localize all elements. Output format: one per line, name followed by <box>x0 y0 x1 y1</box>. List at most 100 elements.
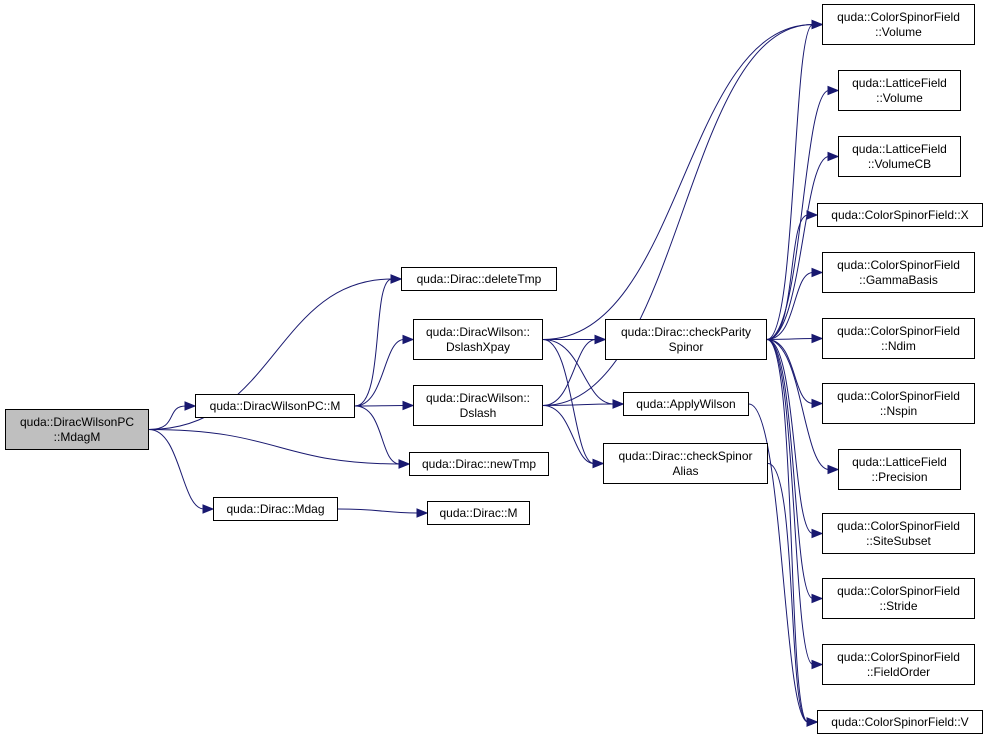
edge-check_parity_spinor-to-csf_ndim <box>766 338 814 340</box>
edge-check_parity_spinor-to-lf_volume <box>766 90 830 340</box>
edge-check_parity_spinor-to-lf_volumecb <box>766 156 830 340</box>
arrowhead-lf_precision <box>827 464 840 475</box>
edge-wilsonpc_m-to-dslash_xpay <box>354 339 405 407</box>
edge-mdagm-to-dirac_mdag <box>148 429 205 510</box>
node-label: quda::Dirac::deleteTmp <box>416 271 542 286</box>
edge-check_parity_spinor-to-csf_volume <box>766 24 814 340</box>
edge-mdagm-to-delete_tmp <box>148 278 393 430</box>
node-latticefield-precision[interactable]: quda::LatticeField ::Precision <box>838 449 961 490</box>
node-colorspinorfield-fieldorder[interactable]: quda::ColorSpinorField ::FieldOrder <box>822 644 975 685</box>
arrowhead-dslash_xpay <box>402 334 415 345</box>
arrowhead-csf_nspin <box>811 398 824 409</box>
node-label-line1: quda::ColorSpinorField <box>837 323 960 338</box>
node-label-line1: quda::ColorSpinorField <box>837 649 960 664</box>
node-label-line1: quda::LatticeField <box>852 454 947 469</box>
node-colorspinorfield-volume[interactable]: quda::ColorSpinorField ::Volume <box>822 4 975 45</box>
node-latticefield-volume[interactable]: quda::LatticeField ::Volume <box>838 70 961 111</box>
node-label-line2: Dslash <box>459 405 497 420</box>
node-label: quda::ColorSpinorField::X <box>831 207 969 222</box>
node-label: quda::ApplyWilson <box>636 396 736 411</box>
node-label: quda::ColorSpinorField::V <box>831 714 969 729</box>
node-label-line2: ::Volume <box>875 24 922 39</box>
node-label: quda::Dirac::Mdag <box>226 501 325 516</box>
node-label-line2: ::VolumeCB <box>867 156 932 171</box>
node-latticefield-volumecb[interactable]: quda::LatticeField ::VolumeCB <box>838 136 961 177</box>
node-dirac-m[interactable]: quda::Dirac::M <box>427 501 530 525</box>
arrowhead-csf_ndim <box>811 333 824 344</box>
node-label: quda::DiracWilsonPC::M <box>209 398 341 413</box>
edge-mdagm-to-wilsonpc_m <box>148 405 187 430</box>
node-applywilson[interactable]: quda::ApplyWilson <box>623 392 749 416</box>
node-label-line2: ::Nspin <box>879 403 918 418</box>
node-label-line1: quda::ColorSpinorField <box>837 257 960 272</box>
arrowhead-csf_sitesubset <box>811 528 824 539</box>
edge-wilsonpc_m-to-new_tmp <box>354 405 401 465</box>
edge-check_parity_spinor-to-csf_nspin <box>766 339 814 404</box>
node-label-line2: ::Volume <box>876 90 923 105</box>
node-label-line2: ::FieldOrder <box>866 664 931 679</box>
node-label-line2: ::Precision <box>871 469 928 484</box>
edge-dslash-to-apply_wilson <box>542 403 615 406</box>
arrowhead-lf_volumecb <box>827 151 840 162</box>
arrowhead-wilsonpc_m <box>184 401 197 411</box>
arrowhead-new_tmp <box>398 459 411 469</box>
edge-apply_wilson-to-csf_v <box>748 403 809 723</box>
arrowhead-delete_tmp <box>390 274 403 284</box>
node-label-line2: ::MdagM <box>53 429 101 444</box>
node-label: quda::Dirac::newTmp <box>421 456 537 471</box>
edge-check_parity_spinor-to-csf_gammabasis <box>766 272 814 340</box>
node-label-line1: quda::DiracWilson:: <box>425 324 531 339</box>
edge-dirac_mdag-to-dirac_m <box>337 508 419 514</box>
edge-check_parity_spinor-to-csf_x <box>766 214 809 340</box>
node-label: quda::Dirac::M <box>439 505 518 520</box>
edge-dslash-to-check_spinor_alias <box>542 405 595 464</box>
node-label-line1: quda::ColorSpinorField <box>837 518 960 533</box>
arrowhead-dirac_m <box>416 508 429 518</box>
node-diracwilsonpc-m[interactable]: quda::DiracWilsonPC::M <box>195 394 355 418</box>
edge-wilsonpc_m-to-dslash <box>354 405 405 407</box>
node-label-line2: Alias <box>672 463 699 478</box>
edge-check_parity_spinor-to-csf_stride <box>766 339 814 599</box>
node-diracwilson-dslash[interactable]: quda::DiracWilson:: Dslash <box>413 385 543 426</box>
node-label-line1: quda::DiracWilsonPC <box>19 414 135 429</box>
node-label-line2: ::Stride <box>879 598 918 613</box>
arrowhead-csf_x <box>806 210 819 220</box>
edge-check_spinor_alias-to-csf_v <box>767 463 809 723</box>
node-colorspinorfield-v[interactable]: quda::ColorSpinorField::V <box>817 710 983 734</box>
arrowhead-csf_gammabasis <box>811 267 824 278</box>
node-colorspinorfield-sitesubset[interactable]: quda::ColorSpinorField ::SiteSubset <box>822 513 975 554</box>
node-colorspinorfield-gammabasis[interactable]: quda::ColorSpinorField ::GammaBasis <box>822 252 975 293</box>
node-label-line2: Spinor <box>668 339 704 354</box>
node-dirac-mdag[interactable]: quda::Dirac::Mdag <box>213 497 338 521</box>
node-dirac-deletetmp[interactable]: quda::Dirac::deleteTmp <box>401 267 557 291</box>
node-dirac-checkparityspinor[interactable]: quda::Dirac::checkParity Spinor <box>605 319 767 360</box>
arrowhead-check_spinor_alias <box>592 458 605 469</box>
node-label-line1: quda::ColorSpinorField <box>837 583 960 598</box>
edge-dslash_xpay-to-check_spinor_alias <box>542 339 595 464</box>
node-label-line2: ::Ndim <box>881 338 916 353</box>
node-label-line1: quda::LatticeField <box>852 75 947 90</box>
node-colorspinorfield-ndim[interactable]: quda::ColorSpinorField ::Ndim <box>822 318 975 359</box>
arrowhead-apply_wilson <box>612 399 625 409</box>
edge-dslash_xpay-to-csf_volume <box>542 24 814 340</box>
node-colorspinorfield-nspin[interactable]: quda::ColorSpinorField ::Nspin <box>822 383 975 424</box>
arrowhead-csf_fieldorder <box>811 659 824 670</box>
node-diracwilson-dslashxpay[interactable]: quda::DiracWilson:: DslashXpay <box>413 319 543 360</box>
node-colorspinorfield-stride[interactable]: quda::ColorSpinorField ::Stride <box>822 578 975 619</box>
edge-layer <box>148 19 840 727</box>
arrowhead-lf_volume <box>827 85 840 96</box>
node-colorspinorfield-x[interactable]: quda::ColorSpinorField::X <box>817 203 983 227</box>
node-label-line1: quda::ColorSpinorField <box>837 9 960 24</box>
arrowhead-csf_v <box>806 717 819 727</box>
node-dirac-checkspinoralias[interactable]: quda::Dirac::checkSpinor Alias <box>603 443 768 484</box>
edge-dslash_xpay-to-apply_wilson <box>542 339 615 405</box>
node-label-line1: quda::Dirac::checkSpinor <box>618 448 753 463</box>
node-label-line1: quda::LatticeField <box>852 141 947 156</box>
arrowhead-check_parity_spinor <box>594 334 607 345</box>
node-label-line2: ::SiteSubset <box>866 533 931 548</box>
edge-dslash-to-csf_volume <box>542 24 814 406</box>
node-dirac-newtmp[interactable]: quda::Dirac::newTmp <box>409 452 549 476</box>
edge-mdagm-to-new_tmp <box>148 429 401 465</box>
node-label-line2: DslashXpay <box>445 339 511 354</box>
